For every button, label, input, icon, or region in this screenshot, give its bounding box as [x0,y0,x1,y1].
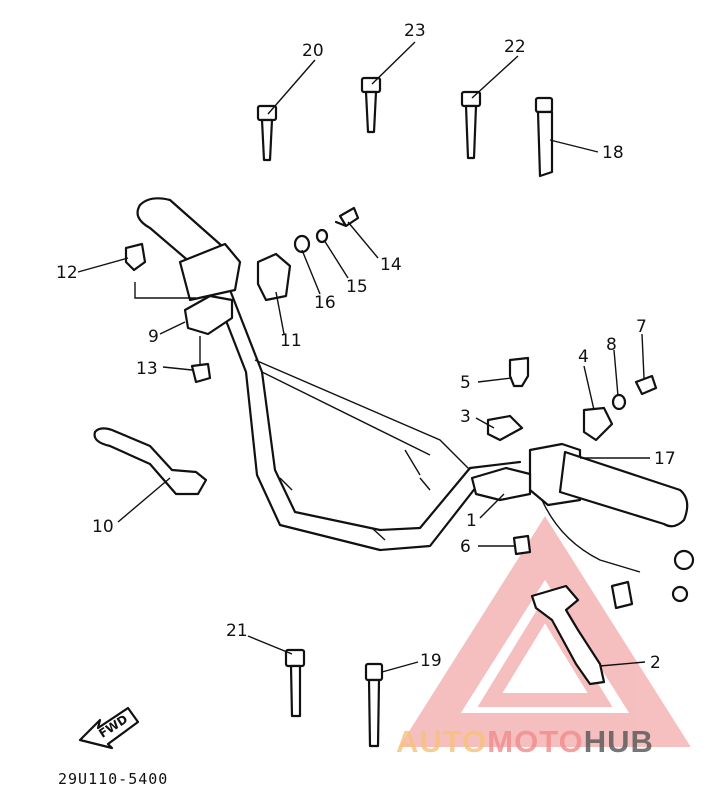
callout-4: 4 [578,347,589,367]
left-lever-holder [183,294,234,336]
handlebar [216,288,522,552]
callout-16: 16 [314,293,336,313]
reference-code: 29U110-5400 [58,770,168,788]
holder-3 [486,414,524,442]
watermark-text: AUTOMOTOHUB [396,724,654,759]
callout-13: 13 [136,359,158,379]
watermark-part-hub: HUB [584,724,654,759]
callout-21: 21 [226,621,248,641]
cable-tie-23 [360,76,382,134]
callout-10: 10 [92,517,114,537]
callout-5: 5 [460,373,471,393]
callout-3: 3 [460,407,471,427]
callout-23: 23 [404,21,426,41]
callout-17: 17 [654,449,676,469]
nut-13 [190,362,212,384]
bolt-12 [124,242,147,272]
callout-19: 19 [420,651,442,671]
master-cylinder [470,466,532,502]
left-grip [136,197,242,302]
callout-numbers: 20 23 22 18 14 15 16 11 12 9 13 10 5 3 4… [56,21,676,673]
lock-washer [315,228,329,244]
bolt-5 [508,356,530,388]
cable-tie-19 [364,662,384,748]
svg-text:AUTOMOTOHUB: AUTOMOTOHUB [396,724,654,759]
leader-lines [77,41,650,673]
callout-8: 8 [606,335,617,355]
cable-tie-20 [256,104,278,162]
right-lever [530,584,606,686]
watermark-part-moto: MOTO [487,724,583,759]
screw-7 [634,374,658,396]
callout-20: 20 [302,41,324,61]
callout-12: 12 [56,263,78,283]
connector [610,580,634,610]
watermark-logo [399,516,691,747]
nut-6 [512,534,532,556]
screw-14 [334,206,360,228]
watermark-part-auto: AUTO [396,724,487,759]
holder-4 [582,406,614,442]
cable-tie-18 [534,96,554,178]
cable-tie-22 [460,90,482,160]
callout-6: 6 [460,537,471,557]
callout-9: 9 [148,327,159,347]
callout-22: 22 [504,37,526,57]
callout-1: 1 [466,511,477,531]
left-lever [93,427,208,496]
callout-11: 11 [280,331,302,351]
bullet-connector-2 [671,585,689,603]
cable-tie-21 [284,648,306,718]
callout-2: 2 [650,653,661,673]
bullet-connector [673,549,695,571]
callout-15: 15 [346,277,368,297]
washer [293,234,311,254]
switch-wiring [541,499,641,573]
switch-bracket [256,252,292,302]
callout-18: 18 [602,143,624,163]
fwd-arrow: FWD [78,706,140,750]
callout-7: 7 [636,317,647,337]
right-grip [558,450,689,528]
washer-8 [611,393,627,411]
callout-14: 14 [380,255,402,275]
